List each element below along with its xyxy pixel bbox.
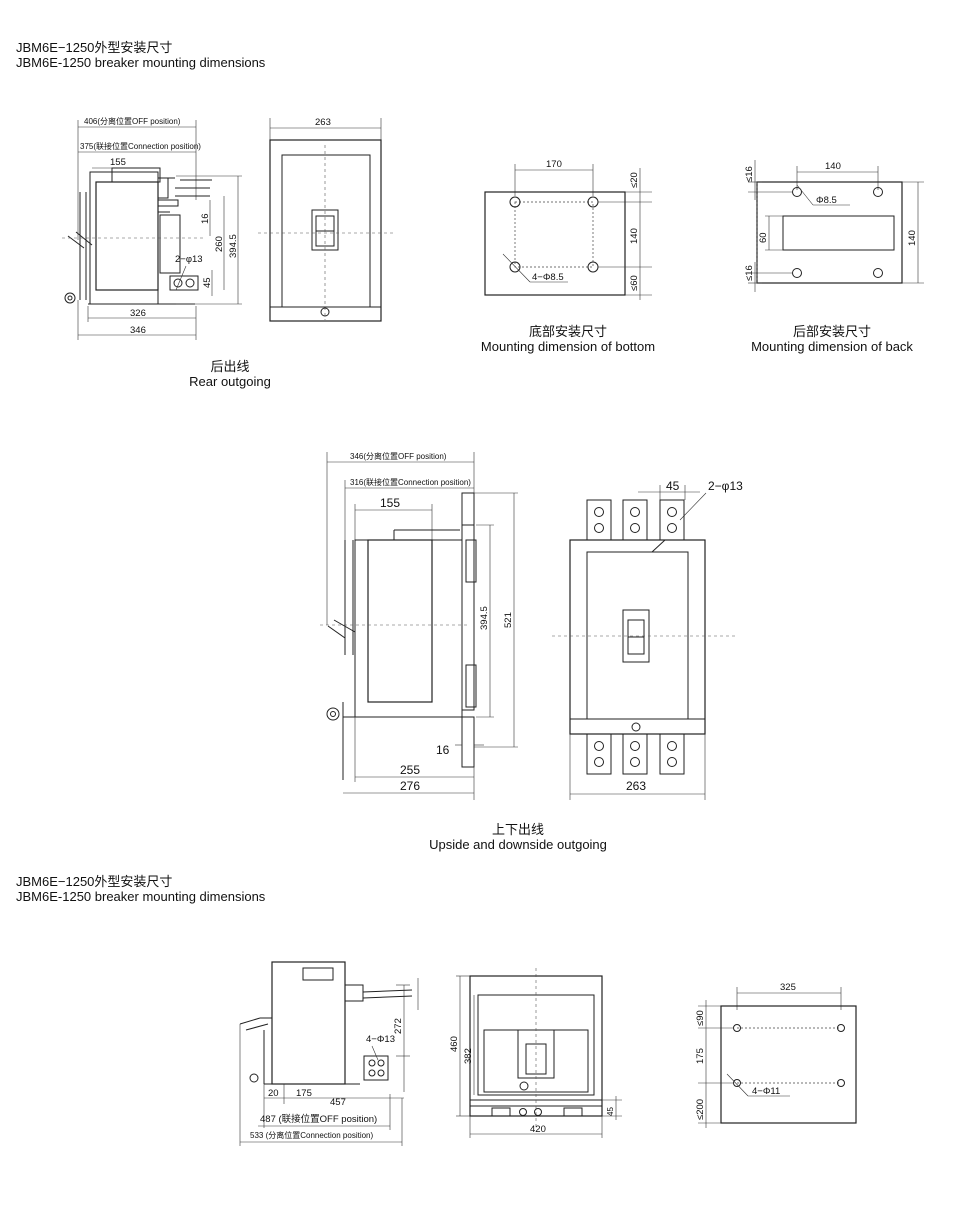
- dim-170: 170: [546, 159, 562, 170]
- dim-155-2: 155: [380, 496, 400, 510]
- dim-le-90: ≤90: [695, 1010, 706, 1026]
- dim-175-2: 175: [695, 1048, 706, 1064]
- caption-en: Upside and downside outgoing: [429, 837, 607, 852]
- dim-521: 521: [503, 612, 514, 628]
- dim-346: 346: [130, 325, 146, 336]
- hole-4-phi11: 4−Φ11: [752, 1086, 780, 1097]
- hole-4-phi13: 4−Φ13: [366, 1034, 395, 1045]
- section-header-2: JBM6E−1250外型安装尺寸 JBM6E-1250 breaker moun…: [16, 874, 265, 904]
- dim-60: 60: [758, 232, 769, 243]
- bottom-mounting-view: 170 ≤20 140 ≤60 4−Φ8.5: [484, 159, 652, 300]
- dim-394-5-2: 394.5: [479, 606, 490, 630]
- hole-2-phi13: 2−φ13: [175, 254, 203, 265]
- dim-260: 260: [214, 236, 225, 252]
- dim-le-60: ≤60: [629, 275, 640, 291]
- dim-connection-position: 375(联接位置Connection position): [80, 141, 201, 151]
- dim-off-position-2: 346(分离位置OFF position): [350, 451, 447, 461]
- dim-255: 255: [400, 763, 420, 777]
- caption-back-mount: 后部安装尺寸 Mounting dimension of back: [732, 324, 932, 354]
- caption-cn: 后出线: [210, 359, 250, 374]
- dim-394-5: 394.5: [228, 234, 239, 258]
- header-title-cn: JBM6E−1250外型安装尺寸: [16, 40, 173, 55]
- header-title-cn: JBM6E−1250外型安装尺寸: [16, 874, 173, 889]
- hole-2-phi13-2: 2−φ13: [708, 479, 743, 493]
- dim-le-200: ≤200: [695, 1099, 706, 1120]
- header-title-en: JBM6E-1250 breaker mounting dimensions: [16, 889, 266, 904]
- dim-45: 45: [202, 277, 213, 288]
- header-title-en: JBM6E-1250 breaker mounting dimensions: [16, 55, 266, 70]
- dim-326: 326: [130, 308, 146, 319]
- section-header-1: JBM6E−1250外型安装尺寸 JBM6E-1250 breaker moun…: [16, 40, 265, 70]
- dim-175: 175: [296, 1088, 312, 1099]
- dim-272: 272: [393, 1018, 404, 1034]
- caption-rear-outgoing: 后出线 Rear outgoing: [150, 359, 310, 389]
- dim-457: 457: [330, 1097, 346, 1108]
- dim-155: 155: [110, 157, 126, 168]
- dim-20: 20: [268, 1088, 279, 1099]
- caption-en: Rear outgoing: [189, 374, 271, 389]
- rear-outgoing-front-view: 263: [258, 117, 394, 322]
- dim-325: 325: [780, 982, 796, 993]
- dim-45-2: 45: [666, 479, 680, 493]
- dim-140: 140: [629, 228, 640, 244]
- back-mounting-view: 140 Φ8.5 ≤16 60 ≤16 140: [744, 160, 924, 292]
- dim-263-2: 263: [626, 779, 646, 793]
- hole-phi8-5: Φ8.5: [816, 195, 837, 206]
- caption-en: Mounting dimension of back: [751, 339, 913, 354]
- dim-le-16-top: ≤16: [744, 166, 755, 182]
- dim-le-20: ≤20: [629, 172, 640, 188]
- large-breaker-side-view: 4−Φ13 272 20 175 457 487 (联接位置OFF positi…: [239, 961, 419, 1146]
- dim-off-position: 406(分离位置OFF position): [84, 116, 181, 126]
- caption-cn: 后部安装尺寸: [792, 324, 871, 339]
- dim-460: 460: [449, 1036, 460, 1052]
- dim-276: 276: [400, 779, 420, 793]
- dim-off-position-3: 487 (联接位置OFF position): [260, 1113, 377, 1125]
- dim-le-16-bottom: ≤16: [744, 265, 755, 281]
- large-breaker-mounting-view: 325 ≤90 175 ≤200 4−Φ11: [695, 982, 857, 1128]
- dim-382: 382: [463, 1048, 474, 1064]
- dim-263: 263: [315, 117, 331, 128]
- dim-420: 420: [530, 1124, 546, 1135]
- dim-16-2: 16: [436, 743, 450, 757]
- caption-en: Mounting dimension of bottom: [480, 339, 656, 354]
- dim-connection-position-2: 316(联接位置Connection position): [350, 477, 471, 487]
- dim-16: 16: [200, 213, 211, 224]
- caption-cn: 上下出线: [491, 822, 544, 837]
- dim-140-width: 140: [825, 161, 841, 172]
- hole-4-phi8-5: 4−Φ8.5: [532, 272, 564, 283]
- rear-outgoing-side-view: 406(分离位置OFF position) 375(联接位置Connection…: [62, 116, 242, 340]
- dim-140-height: 140: [907, 230, 918, 246]
- caption-cn: 底部安装尺寸: [528, 324, 607, 339]
- updown-outgoing-side-view: 346(分离位置OFF position) 316(联接位置Connection…: [320, 451, 518, 800]
- updown-outgoing-front-view: 45 2−φ13 263: [552, 479, 743, 800]
- dim-connection-position-3: 533 (分离位置Connection position): [250, 1130, 374, 1140]
- caption-updown-outgoing: 上下出线 Upside and downside outgoing: [408, 822, 628, 852]
- caption-bottom-mount: 底部安装尺寸 Mounting dimension of bottom: [468, 324, 668, 354]
- dim-45-3: 45: [606, 1107, 615, 1116]
- large-breaker-front-view: 460 382 45 420: [449, 968, 622, 1138]
